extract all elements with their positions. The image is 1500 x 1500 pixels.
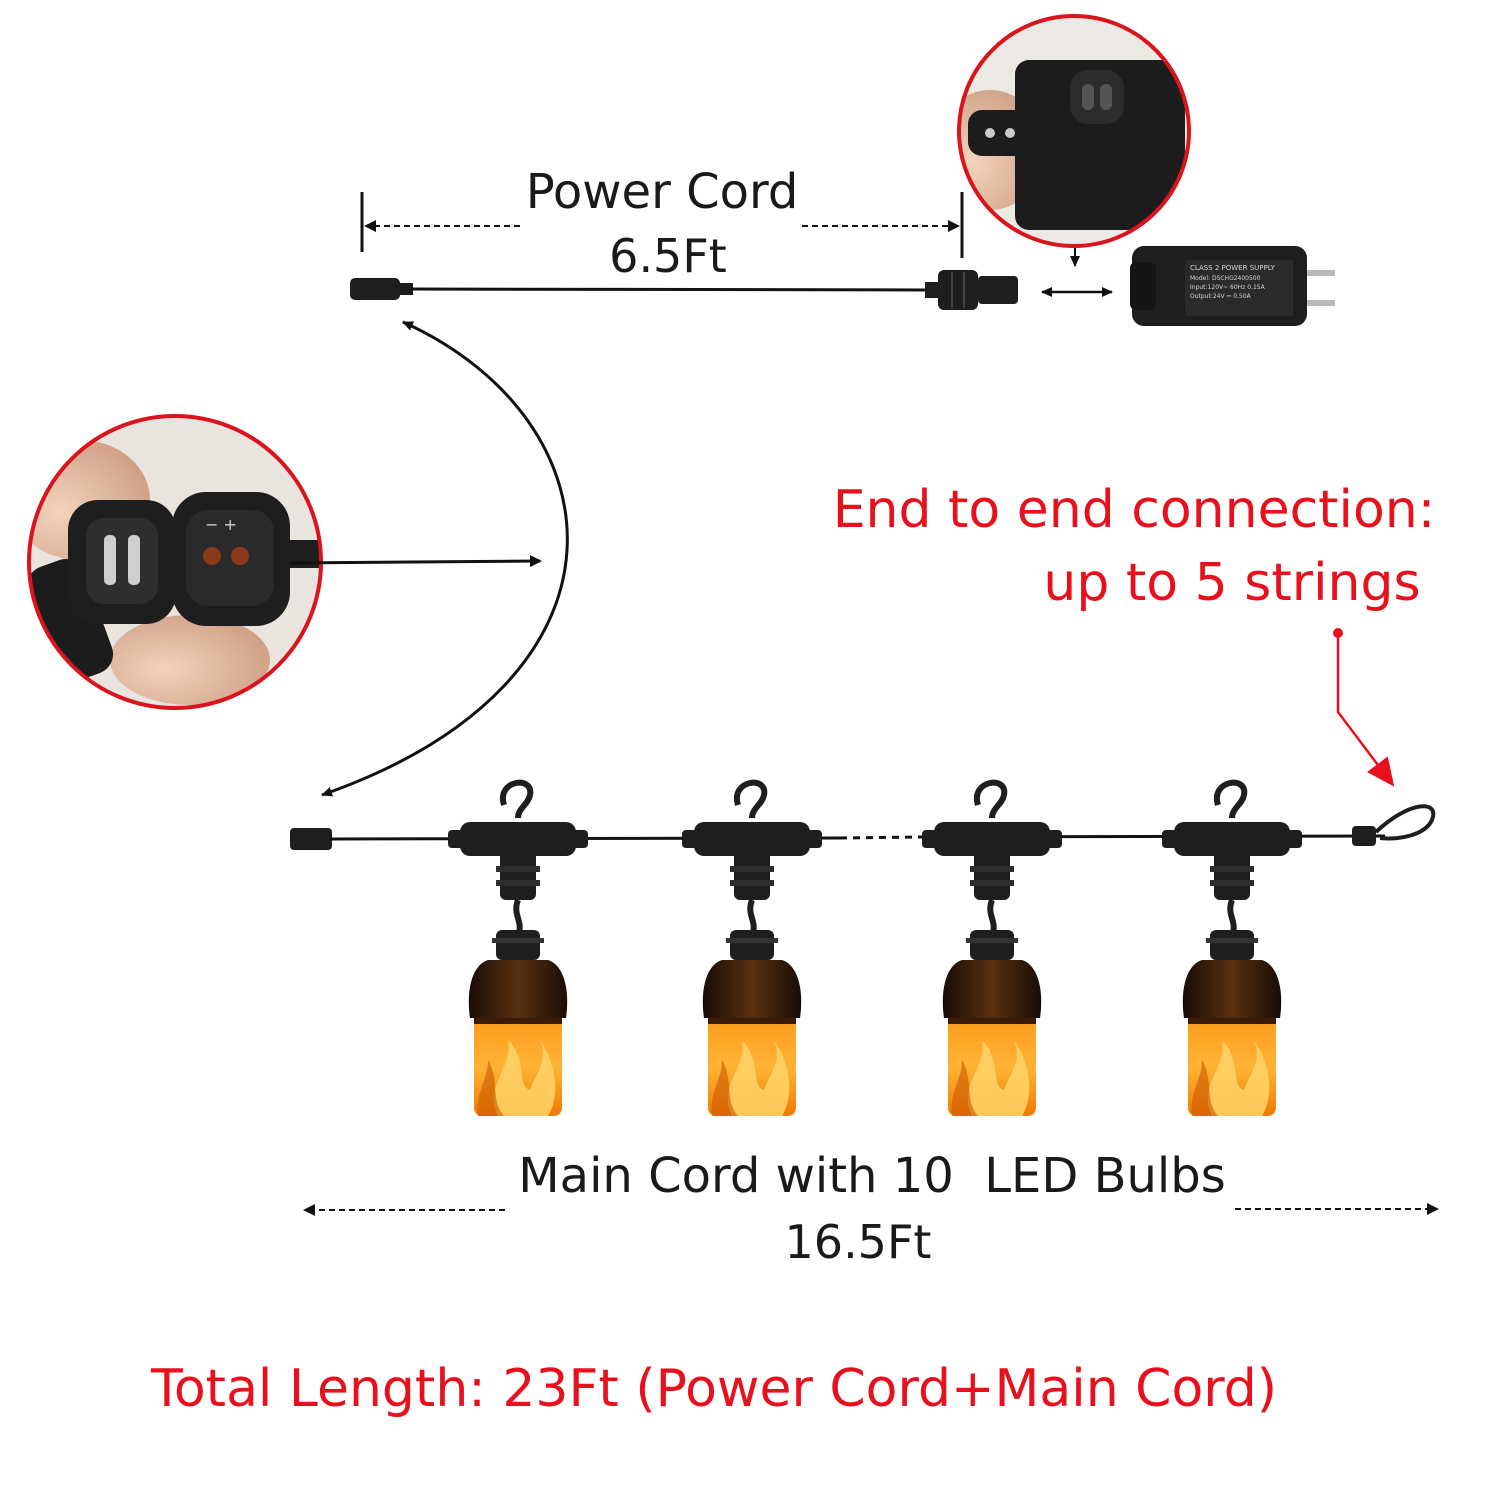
led-bulb (448, 779, 588, 1116)
main-cord-length: 16.5Ft (785, 1215, 932, 1269)
led-bulb (1162, 779, 1302, 1116)
main-cord-dimension (303, 1203, 1439, 1216)
connection-curve-arrow (321, 320, 569, 797)
adapter-socket-zoom (957, 14, 1191, 248)
connector-zoom: − + (27, 414, 323, 710)
connector-arrow (289, 555, 542, 568)
led-bulb (682, 779, 822, 1116)
red-pointer-dot (1333, 628, 1343, 638)
connection-note-line1: End to end connection: (833, 480, 1436, 540)
red-pointer-arrow (1336, 636, 1395, 787)
power-cord-length: 6.5Ft (609, 229, 727, 283)
power-adapter: CLASS 2 POWER SUPPLY Model: DSCHG2400500… (1130, 246, 1335, 326)
main-cord-title: Main Cord with 10 LED Bulbs (518, 1148, 1225, 1204)
adapter-label-1: CLASS 2 POWER SUPPLY (1190, 264, 1276, 272)
adapter-label-4: Output:24V ⎓ 0.50A (1190, 293, 1252, 300)
connection-note-line2: up to 5 strings (1043, 553, 1420, 613)
bulb-group (448, 779, 1302, 1116)
power-cord-title: Power Cord (526, 164, 799, 220)
power-cord (350, 270, 1018, 310)
led-bulb (922, 779, 1062, 1116)
adapter-label-2: Model: DSCHG2400500 (1190, 275, 1261, 282)
svg-text:− +: − + (205, 515, 237, 534)
power-cord-dimension (360, 192, 964, 258)
total-length: Total Length: 23Ft (Power Cord+Main Cord… (150, 1359, 1277, 1419)
adapter-label-3: Input:120V~ 60Hz 0.15A (1190, 284, 1266, 291)
